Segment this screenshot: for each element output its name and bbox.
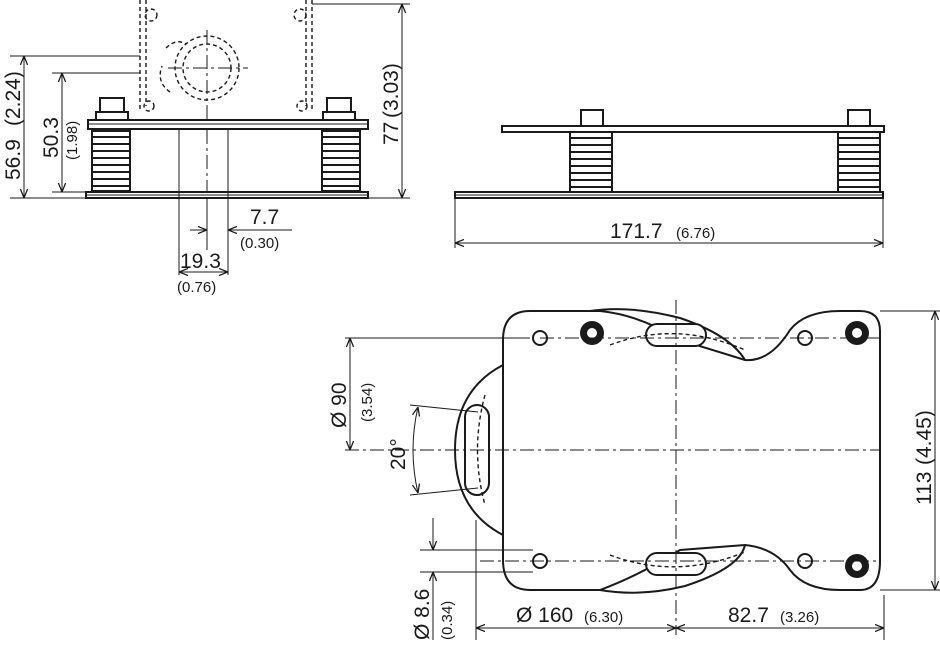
housing-outline [139,0,313,110]
dim-82-7: 82.7 (3.26) [676,604,884,628]
bolt-head [99,97,125,113]
side-spring-left [569,131,613,193]
dim-19-3-value: 19.3 [180,250,221,273]
dim-113-value: 113 [913,472,936,505]
dim-angle-value: 20° [387,438,410,470]
dim-dia-8-6-inch: (0.34) [439,601,456,640]
dim-7-7-value: 7.7 [250,206,279,229]
dim-77-value: 77 [380,122,403,145]
dim-7-7-inch: (0.30) [240,235,279,252]
dim-82-7-inch: (3.26) [780,609,819,626]
dim-dia-8-6: Ø 8.6 (0.34) [411,518,456,640]
screw-hole [144,8,158,22]
dim-19-3: 19.3 (0.76) [177,250,228,296]
dim-50-3-inch: (1.98) [64,121,81,160]
dim-50-3-value: 50.3 [40,117,63,158]
top-view [345,300,940,640]
side-spring-right [837,131,881,193]
dim-dia-8-6-value: Ø 8.6 [411,589,434,640]
dim-dia-160-inch: (6.30) [584,609,623,626]
dim-113: 113 (4.45) [913,311,936,590]
dim-19-3-inch: (0.76) [177,279,216,296]
plate-outline [502,310,881,591]
dim-113-inch: (4.45) [913,410,936,465]
spring-right [321,130,361,192]
spring-left [91,130,131,192]
side-view [454,109,885,248]
dim-dia-90: Ø 90 (3.54) [328,338,376,450]
dim-dia-160-value: Ø 160 [516,604,573,627]
dim-dia-90-value: Ø 90 [328,382,351,428]
dim-56-9-value: 56.9 [2,139,25,180]
front-view [10,0,410,275]
dim-77-inch: (3.03) [380,63,403,118]
dim-50-3: 50.3 (1.98) [40,73,81,192]
dim-dia-90-inch: (3.54) [359,383,376,422]
dim-dia-160: Ø 160 (6.30) [476,604,676,628]
dim-77: 77 (3.03) [380,4,403,198]
dim-angle-20: 20° [387,407,418,493]
side-top-plate [501,125,885,133]
dim-7-7: 7.7 (0.30) [190,206,292,252]
dim-56-9-inch: (2.24) [2,71,25,126]
dim-171-7-value: 171.7 [610,220,663,243]
dim-82-7-value: 82.7 [728,604,769,627]
dim-171-7: 171.7 (6.76) [455,220,883,243]
dim-56-9: 56.9 (2.24) [2,56,25,198]
dim-171-7-inch: (6.76) [676,225,715,242]
